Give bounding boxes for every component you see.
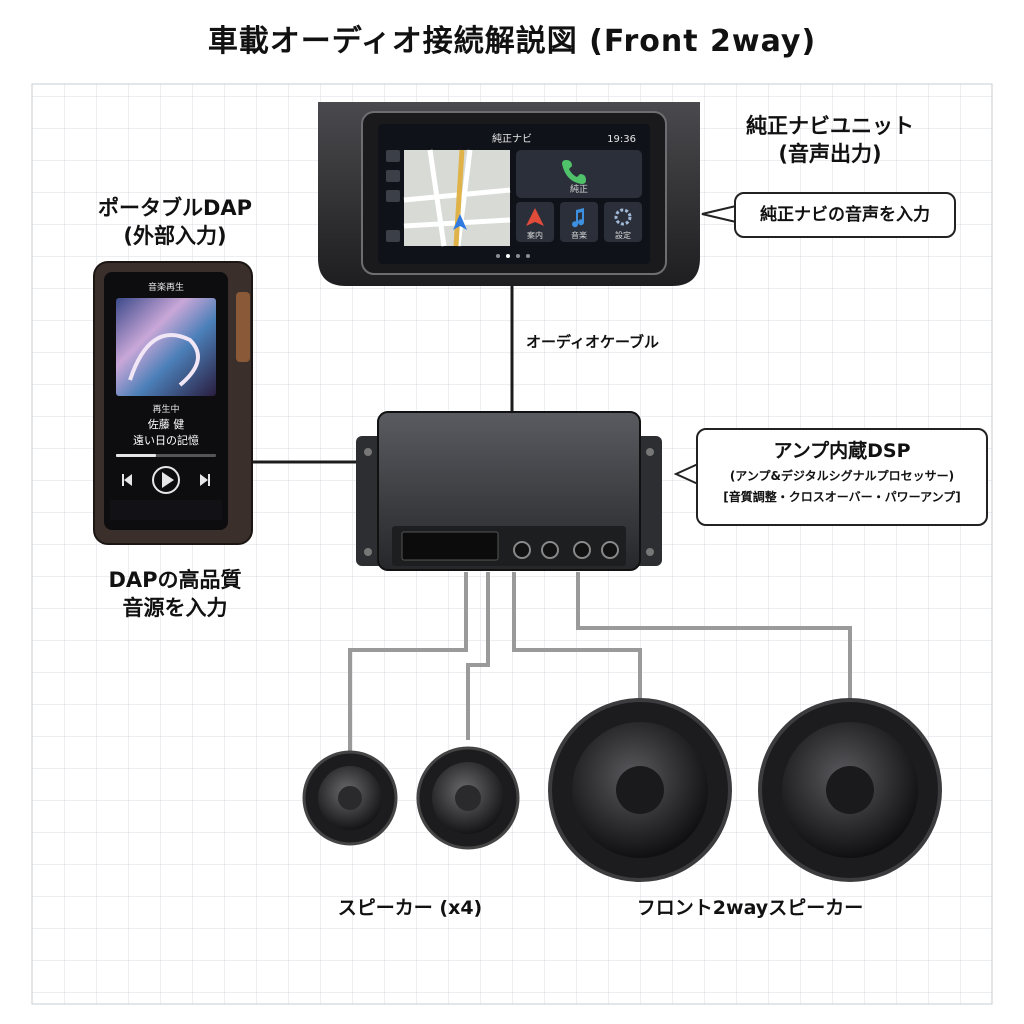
next-track-icon[interactable] bbox=[200, 474, 210, 486]
tweeters-label: スピーカー (x4) bbox=[337, 897, 483, 919]
navi-callout: 純正ナビの音声を入力 bbox=[734, 192, 956, 238]
page-title: 車載オーディオ接続解説図 (Front 2way) bbox=[207, 24, 817, 59]
navi-app-tiles: 案内 音楽 設定 bbox=[516, 202, 642, 242]
dap-bottom-nav bbox=[110, 500, 222, 520]
woofer-left bbox=[548, 698, 732, 882]
navi-side-button[interactable] bbox=[386, 190, 400, 202]
speaker-cable-woofer-left bbox=[512, 572, 642, 700]
grid-border bbox=[31, 83, 993, 1005]
navi-unit-label: 純正ナビユニット (音声出力) bbox=[700, 112, 960, 169]
navi-unit-label-line1: 純正ナビユニット bbox=[746, 114, 914, 138]
cables bbox=[248, 286, 852, 760]
navi-clock-text: 19:36 bbox=[607, 134, 636, 145]
dap-label: ポータブルDAP (外部入力) bbox=[60, 194, 290, 251]
tweeter-center bbox=[455, 785, 481, 811]
navi-location-icon bbox=[453, 214, 467, 230]
page-dot bbox=[496, 254, 500, 258]
navi-side-button[interactable] bbox=[386, 170, 400, 182]
amp-dsp-unit bbox=[356, 411, 662, 571]
dap-volume-wheel[interactable] bbox=[236, 292, 250, 362]
dap-track-artist: 佐藤 健 bbox=[148, 417, 185, 431]
mount-screw bbox=[646, 448, 654, 456]
gear-icon bbox=[614, 208, 632, 226]
amp-gain-knob[interactable] bbox=[513, 541, 531, 559]
speaker-cable-tweeter-left bbox=[348, 572, 468, 760]
dap-album-art-swirl bbox=[128, 333, 200, 387]
dap-input-label-line1: DAPの高品質 bbox=[108, 568, 242, 592]
amp-callout-tail bbox=[673, 463, 699, 485]
navi-side-button[interactable] bbox=[386, 150, 400, 162]
dap-input-label-line2: 音源を入力 bbox=[122, 596, 228, 621]
dap-track-title: 遠い日の記憶 bbox=[133, 433, 199, 447]
woofer-dustcap bbox=[616, 766, 664, 814]
amp-callout-line2: (アンプ&デジタルシグナルプロセッサー) bbox=[729, 469, 955, 483]
navi-side-button[interactable] bbox=[386, 230, 400, 242]
dap-header-text: 音楽再生 bbox=[148, 281, 184, 293]
amp-gain-knob[interactable] bbox=[541, 541, 559, 559]
dap-label-line2: (外部入力) bbox=[123, 224, 227, 249]
speaker-cable-tweeter-right bbox=[466, 572, 490, 740]
dap-input-label: DAPの高品質 音源を入力 bbox=[60, 566, 290, 623]
portable-dap: 音楽再生 再生中 佐藤 健 遠い日の記憶 bbox=[93, 261, 253, 545]
woofer-dustcap bbox=[826, 766, 874, 814]
play-icon bbox=[162, 472, 174, 488]
amp-callout-line3: [音質調整・クロスオーバー・パワーアンプ] bbox=[723, 490, 961, 504]
navi-unit-label-line2: (音声出力) bbox=[778, 142, 882, 167]
amp-gain-knob[interactable] bbox=[601, 541, 619, 559]
navi-app-tile-settings[interactable] bbox=[604, 202, 642, 242]
navi-call-tile[interactable] bbox=[516, 150, 642, 198]
mount-screw bbox=[364, 548, 372, 556]
navi-app-label: 案内 bbox=[527, 230, 543, 240]
tweeter-center bbox=[338, 786, 362, 810]
dap-track-status: 再生中 bbox=[152, 403, 179, 415]
speaker-cable-woofer-right bbox=[576, 572, 852, 700]
audio-cable-label: オーディオケーブル bbox=[526, 333, 660, 351]
navi-map-route bbox=[453, 149, 465, 247]
tweeter-right bbox=[416, 746, 520, 850]
navi-call-label: 純正 bbox=[570, 183, 588, 195]
navi-callout-tail bbox=[701, 205, 737, 223]
tweeter-left bbox=[302, 750, 398, 846]
play-button[interactable] bbox=[152, 466, 180, 494]
page-dot bbox=[506, 254, 510, 258]
previous-track-icon[interactable] bbox=[122, 474, 132, 486]
woofer-right bbox=[758, 698, 942, 882]
dap-progress-fill bbox=[116, 454, 156, 457]
navi-header-text: 純正ナビ bbox=[492, 132, 532, 145]
dap-album-art bbox=[116, 298, 216, 396]
page-dot bbox=[526, 254, 530, 258]
amp-input-port[interactable] bbox=[401, 531, 499, 561]
music-note-icon bbox=[572, 208, 585, 228]
phone-icon bbox=[562, 160, 586, 184]
navigation-arrow-icon bbox=[526, 208, 544, 226]
page-dot bbox=[516, 254, 520, 258]
amp-callout-line1: アンプ内蔵DSP bbox=[773, 440, 911, 462]
mount-screw bbox=[364, 448, 372, 456]
navi-app-label: 音楽 bbox=[571, 230, 587, 240]
woofers-label: フロント2wayスピーカー bbox=[636, 897, 864, 919]
amp-callout: アンプ内蔵DSP (アンプ&デジタルシグナルプロセッサー) [音質調整・クロスオ… bbox=[696, 428, 988, 526]
navi-app-label: 設定 bbox=[615, 230, 631, 240]
dap-label-line1: ポータブルDAP bbox=[97, 196, 253, 220]
mount-screw bbox=[646, 548, 654, 556]
navi-unit: 純正ナビ 19:36 純正 案内 音楽 bbox=[318, 102, 700, 286]
amp-gain-knob[interactable] bbox=[573, 541, 591, 559]
